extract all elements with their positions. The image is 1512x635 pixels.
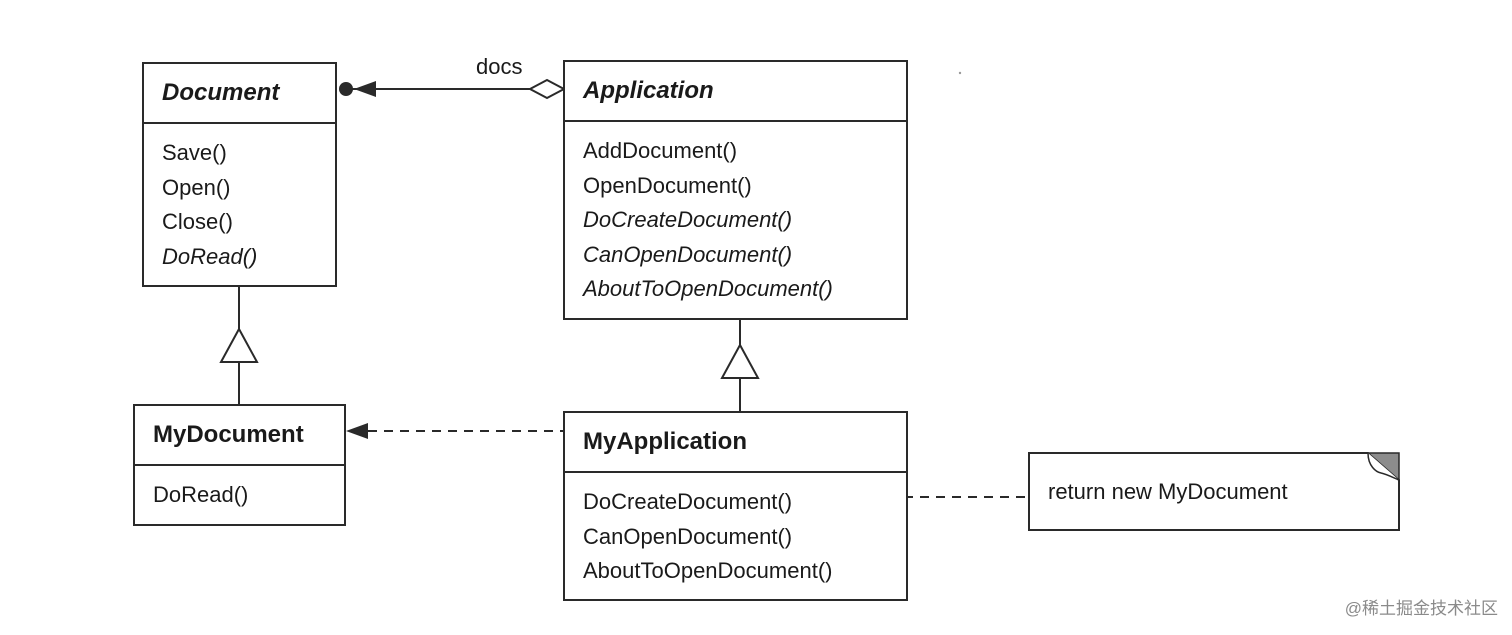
operation: Save(): [162, 140, 227, 165]
note-box: [1028, 452, 1400, 531]
navigability-arrowhead: [354, 81, 376, 97]
operation: CanOpenDocument(): [583, 523, 793, 549]
stray-dot: [958, 71, 962, 75]
multiplicity-dot: [339, 82, 353, 96]
abstract-operation: CanOpenDocument(): [583, 241, 793, 267]
class-name: Document: [144, 64, 335, 124]
operation: AboutToOpenDocument(): [583, 558, 833, 583]
operations-compartment: AddDocument() OpenDocument() DoCreateDoc…: [565, 122, 906, 307]
class-mydocument: MyDocument DoRead(): [133, 404, 346, 526]
class-name: MyDocument: [135, 406, 344, 466]
operation: DoCreateDocument(): [583, 489, 793, 514]
operation: OpenDocument(): [583, 172, 752, 198]
association-label: docs: [476, 54, 523, 79]
note-text: return new MyDocument: [1048, 479, 1288, 504]
operations-compartment: Save() Open() Close() DoRead(): [144, 124, 335, 274]
note-fold-curl: [1367, 452, 1400, 481]
operations-compartment: DoRead(): [135, 466, 344, 513]
abstract-operation: DoCreateDocument(): [583, 207, 793, 232]
operation: Close(): [162, 209, 233, 234]
aggregation-diamond: [527, 78, 567, 100]
operation: AddDocument(): [583, 138, 738, 163]
operation: DoRead(): [153, 482, 249, 507]
class-document: Document Save() Open() Close() DoRead(): [142, 62, 337, 287]
inheritance-triangle-application: [720, 342, 760, 379]
class-application: Application AddDocument() OpenDocument()…: [563, 60, 908, 320]
inheritance-triangle-document: [219, 326, 259, 363]
class-name: Application: [565, 62, 906, 122]
abstract-operation: AboutToOpenDocument(): [583, 276, 833, 301]
class-name: MyApplication: [565, 413, 906, 473]
dependency-arrowhead: [346, 423, 368, 439]
operation: Open(): [162, 174, 231, 200]
class-myapplication: MyApplication DoCreateDocument() CanOpen…: [563, 411, 908, 601]
abstract-operation: DoRead(): [162, 243, 258, 269]
operations-compartment: DoCreateDocument() CanOpenDocument() Abo…: [565, 473, 906, 589]
watermark: @稀土掘金技术社区: [1344, 599, 1498, 618]
